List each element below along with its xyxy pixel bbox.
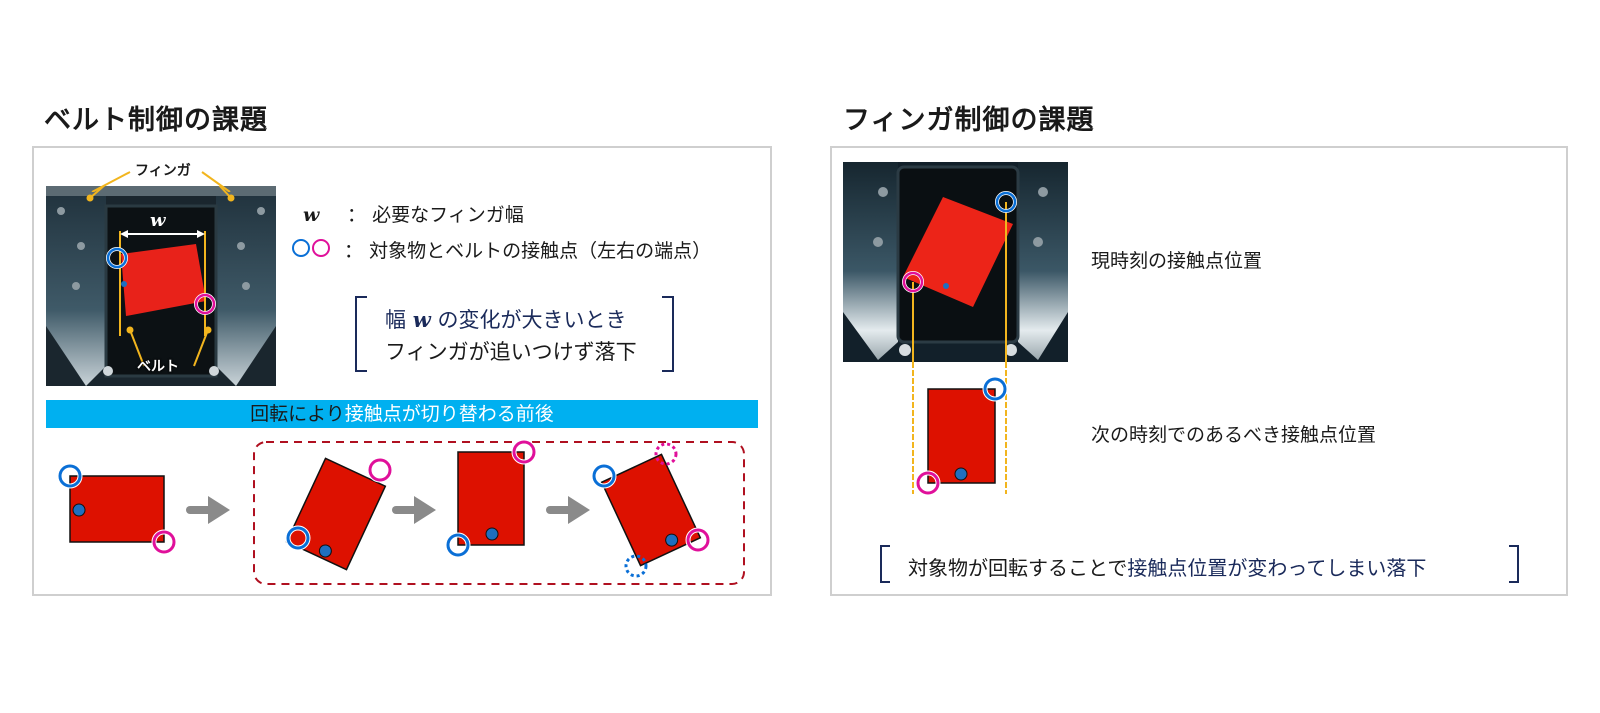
left-section-title: ベルト制御の課題 [44, 105, 268, 136]
legend-width-text: 必要なフィンガ幅 [372, 204, 524, 226]
callout-line2: フィンガが追いつけず落下 [385, 340, 637, 364]
bottom-callout-part1: 対象物が回転することで [908, 556, 1128, 580]
legend-width: w ： 必要なフィンガ幅 [303, 200, 524, 227]
width-symbol: w [303, 204, 320, 226]
callout-symbol: w [412, 307, 431, 332]
right-section-title: フィンガ制御の課題 [843, 105, 1095, 136]
bottom-callout-text: 対象物が回転することで接触点位置が変わってしまい落下 [908, 552, 1426, 581]
legend-separator: ： [347, 204, 367, 226]
rotation-sequence-diagram [57, 439, 745, 585]
legend-contact-text: 対象物とベルトの接触点（左右の端点） [369, 240, 712, 262]
belt-label: ベルト [137, 359, 179, 375]
finger-pointer-lines [91, 171, 231, 192]
next-contact-diagram [912, 362, 1008, 496]
callout-suffix: の変化が大きいとき [437, 308, 627, 332]
step-upright [445, 439, 537, 558]
callout-bracket-left [355, 296, 367, 372]
legend-contact: ： 対象物とベルトの接触点（左右の端点） [290, 236, 711, 263]
step-switched [600, 453, 702, 567]
legend-separator: ： [344, 240, 364, 262]
current-contact-label: 現時刻の接触点位置 [1091, 250, 1263, 272]
callout-prefix: 幅 [385, 308, 406, 332]
finger-gripper-photo [843, 162, 1068, 362]
bottom-callout-part2: 接触点位置が変わってしまい落下 [1127, 556, 1427, 580]
bottom-bracket-right [1509, 545, 1519, 583]
contact-circles-icon [290, 237, 338, 257]
svg-text:w: w [150, 210, 167, 231]
bottom-bracket-left [880, 545, 890, 583]
finger-label: フィンガ [135, 163, 191, 179]
step-rotating [285, 457, 387, 571]
next-contact-label: 次の時刻でのあるべき接触点位置 [1091, 424, 1377, 446]
banner-part2: 接触点が切り替わる前後 [344, 403, 554, 425]
callout-bracket-right [662, 296, 674, 372]
rotation-banner: 回転により接触点が切り替わる前後 [46, 400, 758, 428]
callout-line1: 幅 w の変化が大きいとき [385, 304, 626, 334]
belt-gripper-photo: w [46, 186, 276, 386]
step-initial [57, 463, 177, 555]
banner-part1: 回転により [250, 403, 345, 425]
